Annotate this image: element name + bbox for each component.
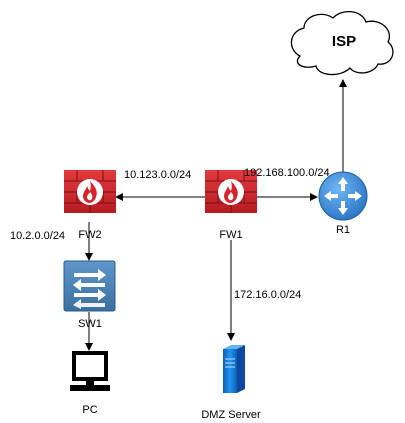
firewall-fw1[interactable]	[205, 170, 257, 213]
fw1-label: FW1	[219, 229, 242, 241]
pc-icon[interactable]	[70, 351, 110, 391]
isp-label: ISP	[332, 33, 356, 50]
switch-sw1[interactable]	[63, 260, 116, 312]
link-label-fw1-r1: 192.168.100.0/24	[244, 167, 330, 179]
switch-arrows-icon	[73, 269, 106, 309]
fw2-label: FW2	[78, 229, 101, 241]
dmz-server-label: DMZ Server	[201, 409, 261, 421]
server-icon[interactable]	[223, 345, 245, 393]
firewall-fw2[interactable]	[64, 170, 116, 213]
link-label-fw1-dmz: 172.16.0.0/24	[234, 289, 301, 301]
sw1-label: SW1	[78, 318, 102, 330]
r1-label: R1	[336, 224, 350, 236]
isp-cloud: ISP	[290, 11, 394, 76]
link-label-fw1-fw2: 10.123.0.0/24	[124, 169, 191, 181]
pc-label: PC	[82, 404, 97, 416]
router-r1[interactable]	[318, 171, 368, 221]
router-arrows-icon	[324, 177, 362, 215]
link-label-fw2-sw1: 10.2.0.0/24	[10, 230, 65, 242]
